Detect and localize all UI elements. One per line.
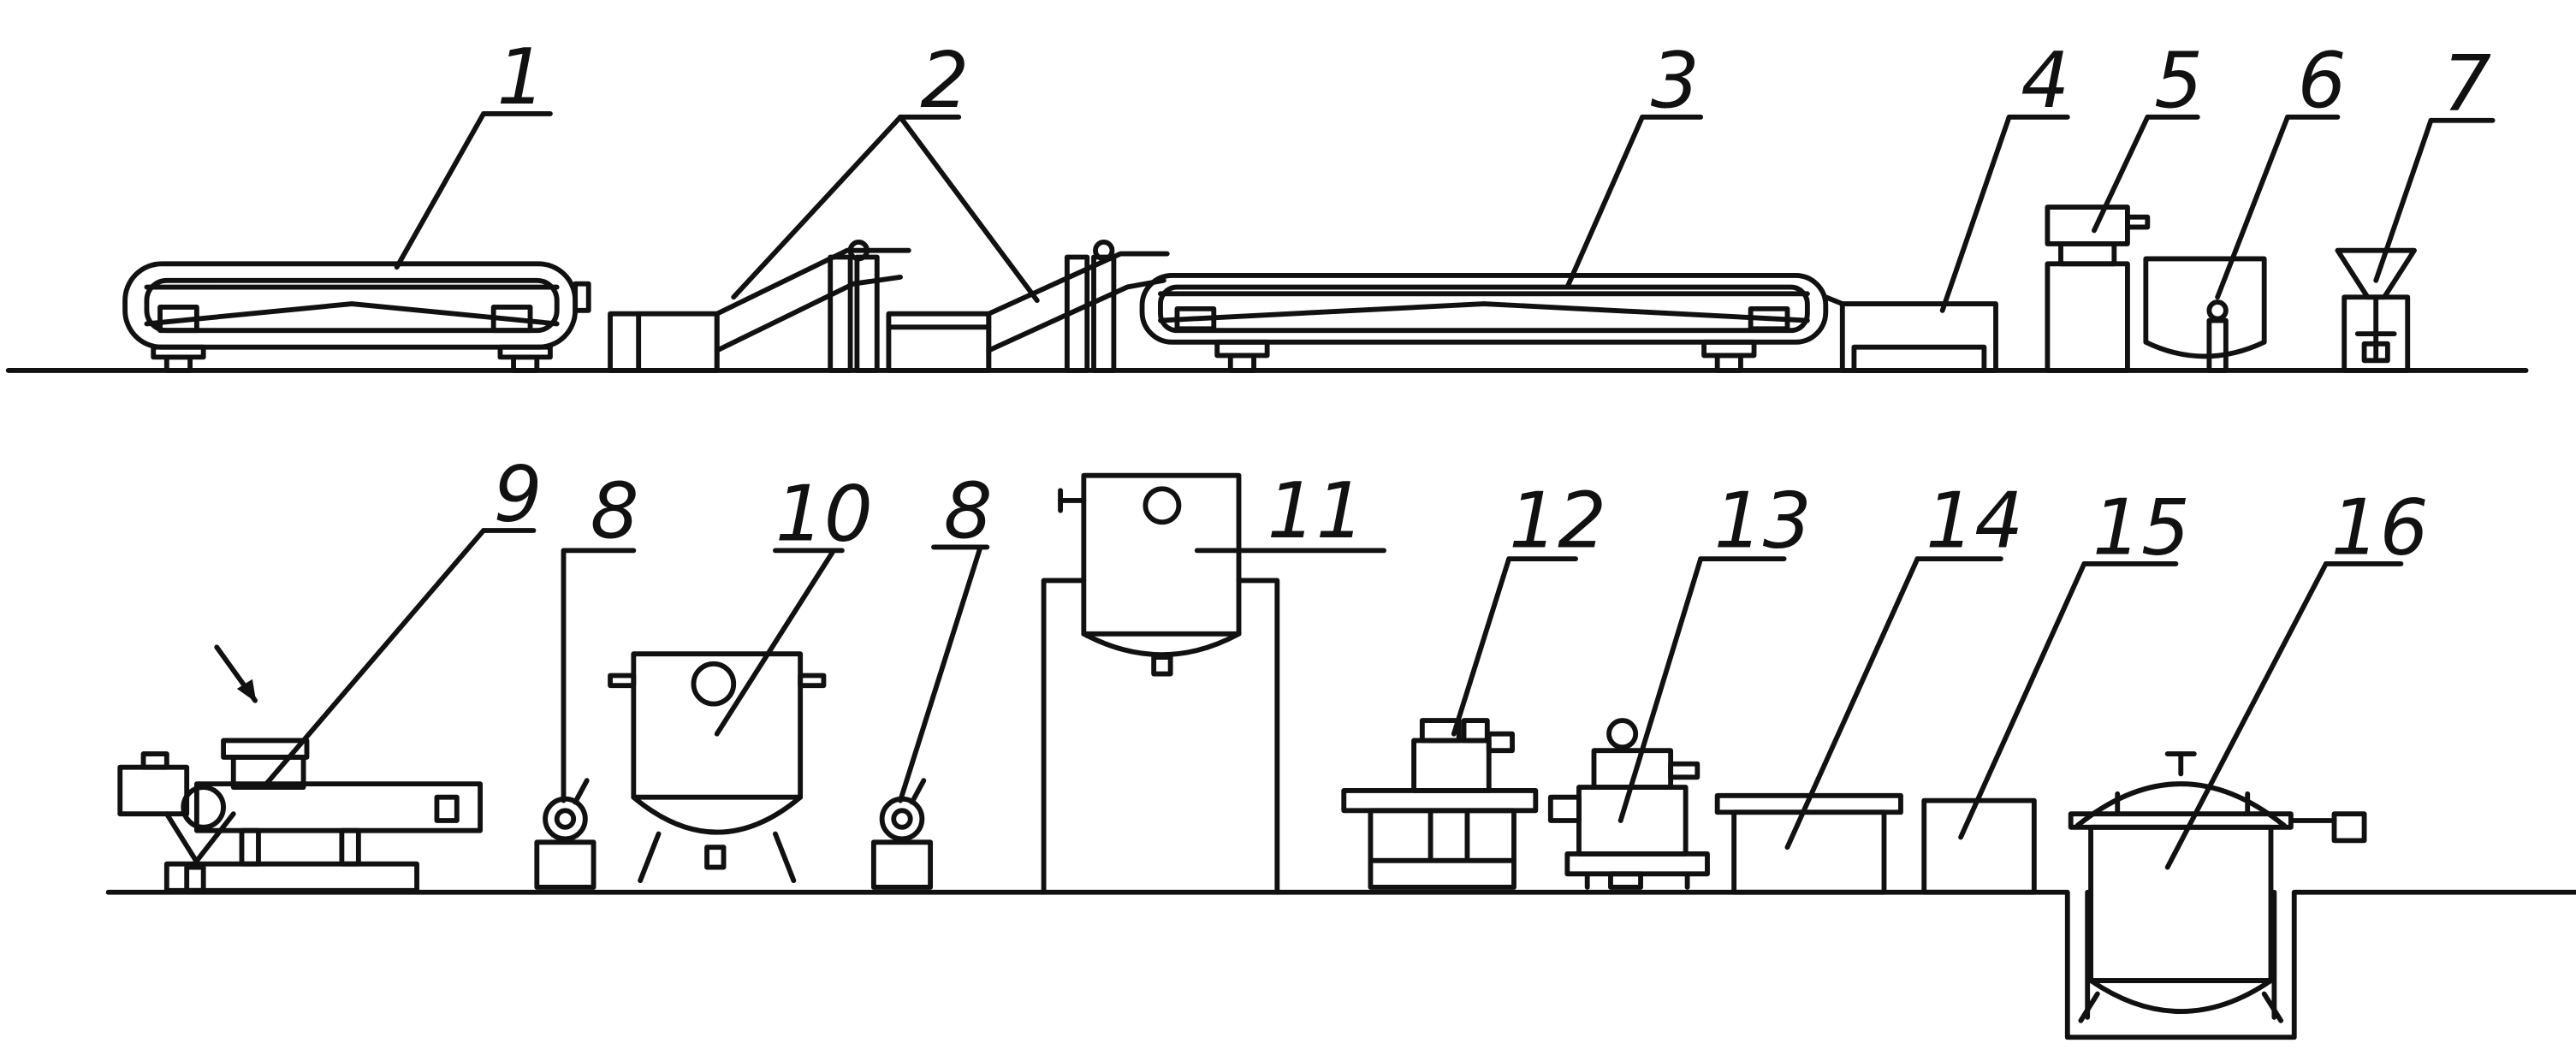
- machine-14-table: [1714, 792, 1903, 895]
- label-2: 2: [920, 37, 969, 126]
- label-10: 10: [775, 471, 873, 560]
- label-14: 14: [1926, 477, 2023, 566]
- machine-8-pump-left: [534, 778, 597, 890]
- bottom-row: [105, 472, 2576, 1040]
- machine-16-autoclave: [2068, 751, 2367, 1023]
- machine-12-filler: [1341, 718, 1539, 890]
- label-6: 6: [2298, 37, 2347, 126]
- machine-1-belt-dryer: [122, 261, 591, 373]
- label-1: 1: [497, 33, 546, 122]
- top-row: [5, 204, 2529, 373]
- feed-arrow-icon: [214, 644, 258, 703]
- machine-4-cooling-table: [1823, 294, 1998, 373]
- label-4: 4: [2021, 37, 2069, 126]
- machine-10-kettle: [608, 651, 827, 884]
- number-labels: 1 2 3 4 5 6 7 9 8 10 8 11 12 13 14 15 16: [494, 33, 2491, 572]
- label-3: 3: [1651, 37, 1700, 126]
- leader-lines: [260, 111, 2496, 870]
- machine-11-storage-tank: [1041, 472, 1280, 895]
- machine-9-extruder: [117, 738, 484, 893]
- machine-7-hopper: [2335, 247, 2417, 373]
- machine-6-mixing-tank: [2143, 256, 2267, 373]
- label-8-right: 8: [944, 467, 993, 556]
- machine-5-mill: [2045, 204, 2151, 373]
- machine-15-cabinet: [1921, 797, 2037, 895]
- label-8-left: 8: [591, 467, 639, 556]
- label-15: 15: [2092, 483, 2190, 572]
- label-5: 5: [2154, 37, 2203, 126]
- bottom-floor-line: [105, 889, 2576, 1040]
- machine-8-pump-right: [870, 778, 934, 890]
- label-9: 9: [494, 450, 543, 539]
- label-11: 11: [1267, 467, 1365, 556]
- label-12: 12: [1509, 477, 1606, 566]
- machine-13-sealer: [1547, 718, 1710, 890]
- label-7: 7: [2442, 40, 2491, 129]
- label-16: 16: [2331, 483, 2429, 572]
- machine-3-belt-dryer: [1139, 273, 1829, 373]
- machine-2-incline-conveyors: [608, 240, 1170, 373]
- label-13: 13: [1714, 477, 1812, 566]
